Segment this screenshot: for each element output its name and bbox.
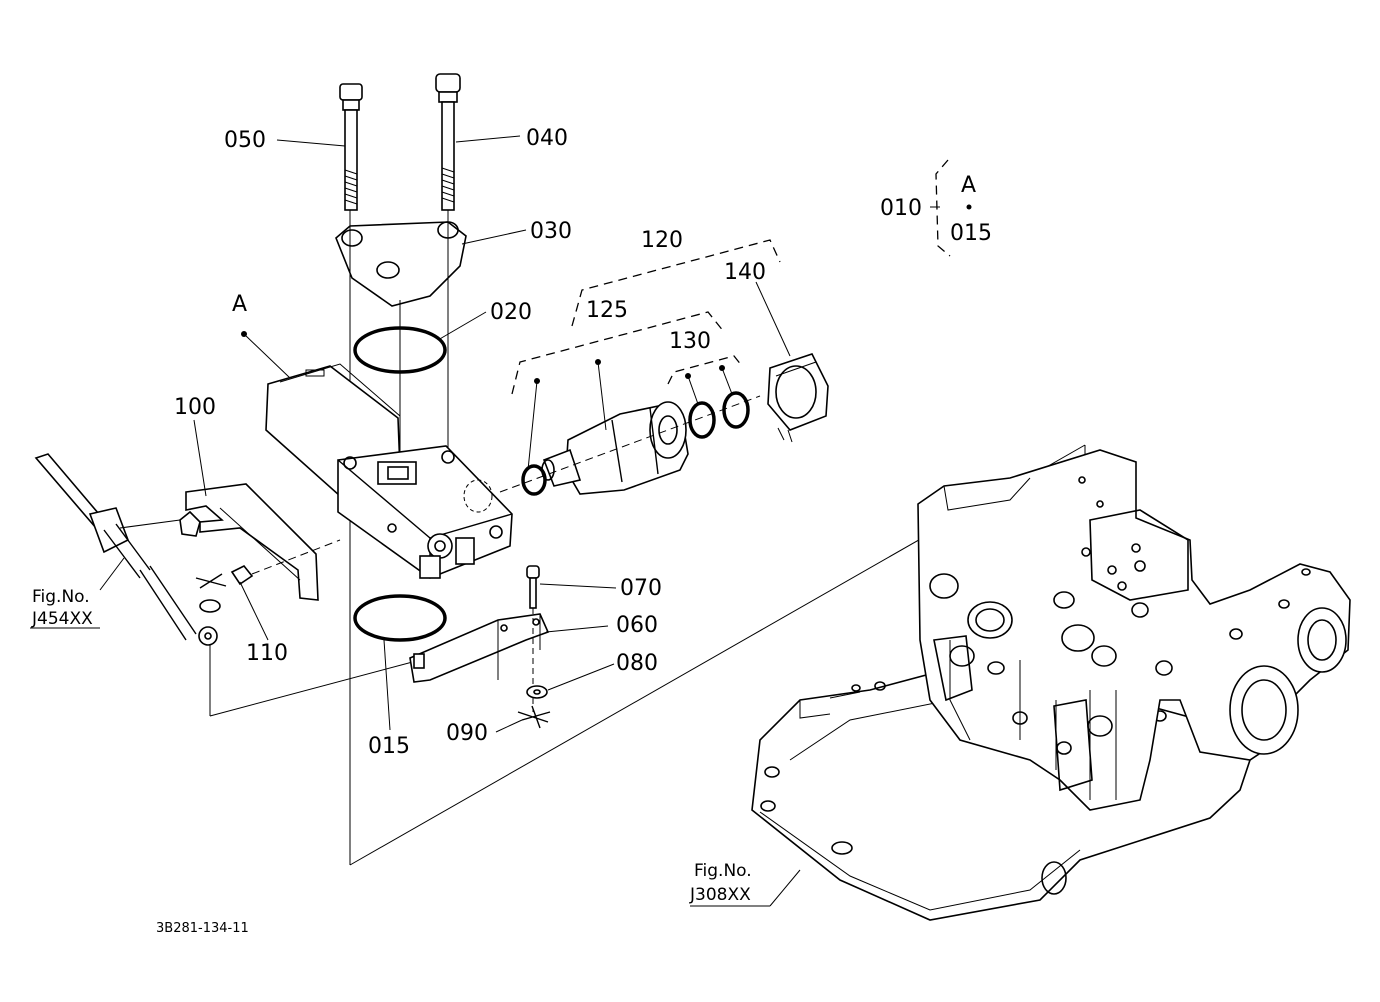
cable-assembly [34, 453, 227, 646]
callout-130: 130 [669, 329, 711, 354]
callout-140: 140 [724, 260, 766, 285]
callout-110: 110 [246, 641, 288, 666]
group-bracket-130 [667, 355, 743, 385]
o-ring-125a [521, 464, 547, 496]
callout-020: 020 [490, 300, 532, 325]
cotter-pin-090 [517, 705, 551, 729]
plate-060 [409, 613, 550, 683]
callout-030: 030 [530, 219, 572, 244]
legend-sub-015: 015 [950, 221, 992, 246]
nut-140 [767, 353, 829, 443]
callout-050: 050 [224, 128, 266, 153]
o-ring-130a [688, 401, 716, 439]
callout-120: 120 [641, 228, 683, 253]
washer-080 [526, 685, 548, 699]
group-bracket-120 [571, 239, 781, 327]
fig-ref-left-title: Fig.No. [32, 587, 90, 607]
hydraulic-housing [751, 449, 1351, 921]
callout-125: 125 [586, 298, 628, 323]
cover-plate-030 [335, 221, 467, 307]
plug-110 [230, 539, 341, 586]
fig-ref-left-number: J454XX [31, 609, 93, 629]
bolt-040 [435, 73, 461, 211]
callout-080: 080 [616, 651, 658, 676]
legend-key-010: 010 [880, 196, 922, 221]
callout-100: 100 [174, 395, 216, 420]
group-bracket-010 [935, 159, 951, 257]
leader-lines [30, 135, 940, 907]
fig-ref-right-title: Fig.No. [694, 861, 752, 881]
bracket-100 [179, 483, 319, 601]
drawing-number: 3B281-134-11 [156, 921, 249, 936]
callout-A: A [232, 292, 247, 317]
legend-dot [966, 204, 972, 210]
fig-ref-right-number: J308XX [689, 885, 751, 905]
callout-070: 070 [620, 576, 662, 601]
callout-060: 060 [616, 613, 658, 638]
pin-070 [526, 565, 540, 712]
o-ring-015 [353, 594, 447, 642]
callout-040: 040 [526, 126, 568, 151]
o-ring-130b [722, 391, 750, 429]
callout-090: 090 [446, 721, 488, 746]
valve-body [265, 363, 513, 579]
axis-line-125 [499, 395, 761, 493]
group-bracket-125 [511, 311, 725, 395]
callout-015: 015 [368, 734, 410, 759]
legend-sub-A: A [961, 173, 976, 198]
cartridge-125 [541, 401, 689, 495]
bolt-050 [339, 83, 363, 211]
